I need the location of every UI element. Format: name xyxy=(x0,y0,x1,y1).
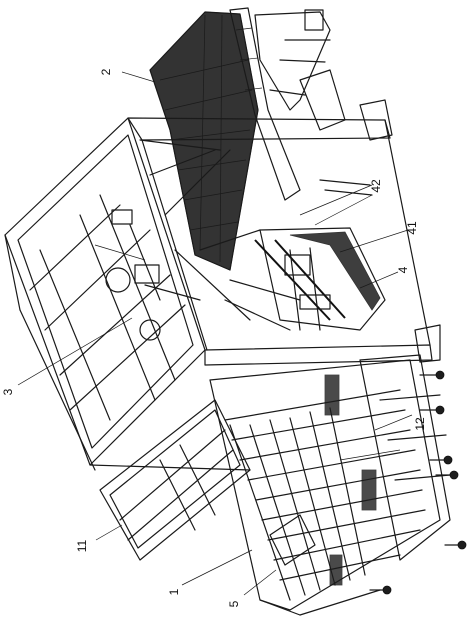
roller-conveyor xyxy=(99,354,467,616)
leader-lines xyxy=(17,71,413,596)
ref-label-12: 12 xyxy=(413,417,427,431)
ref-label-4: 4 xyxy=(396,266,410,273)
ref-label-5: 5 xyxy=(227,600,241,607)
reference-labels: 2 42 41 4 3 12 11 1 5 xyxy=(1,68,427,607)
ref-label-2: 2 xyxy=(99,68,113,75)
main-frame xyxy=(4,117,433,471)
grid-conveyor xyxy=(149,7,346,271)
ref-label-3: 3 xyxy=(1,388,15,395)
ref-label-11: 11 xyxy=(75,539,89,552)
lifting-mechanism xyxy=(199,99,441,363)
ref-label-42: 42 xyxy=(369,179,383,193)
leveling-feet xyxy=(369,370,467,595)
ref-label-1: 1 xyxy=(167,588,181,595)
ref-label-41: 41 xyxy=(405,221,419,235)
